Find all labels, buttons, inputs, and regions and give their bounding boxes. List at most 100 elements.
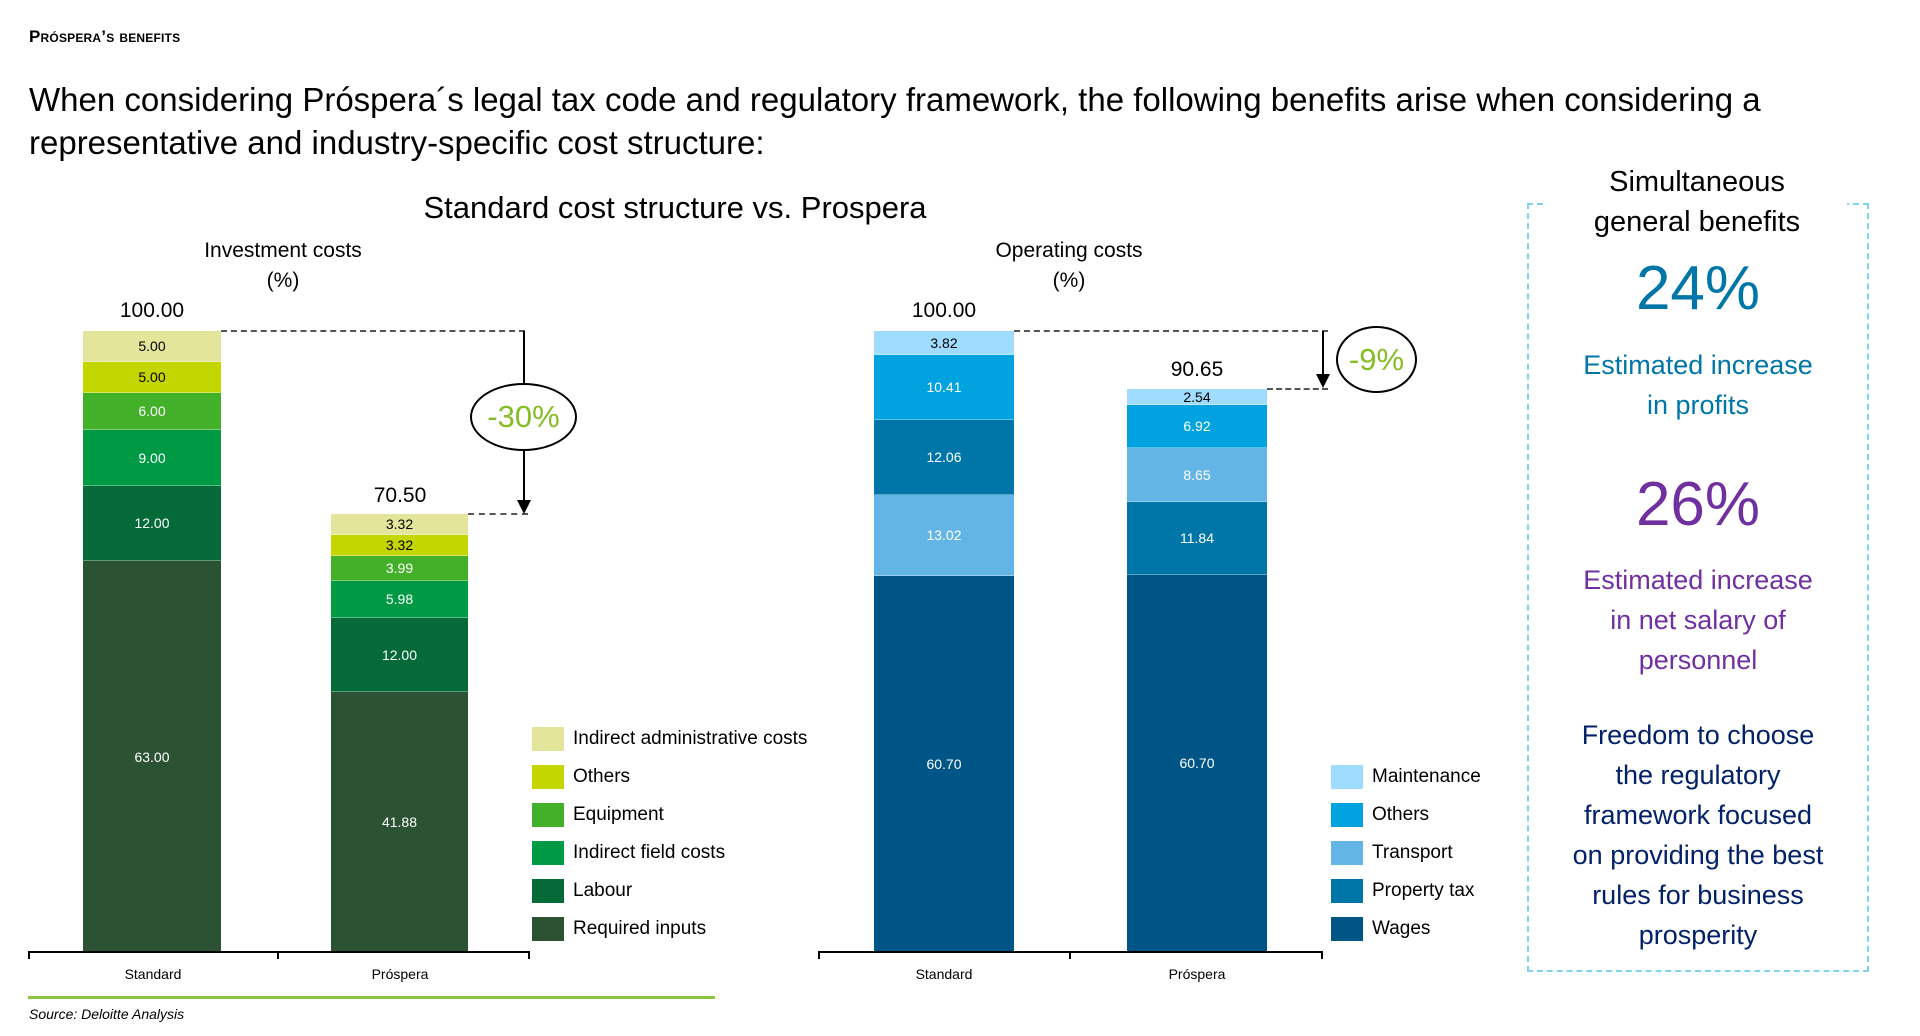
investment-unit-text: (%) [266,269,300,292]
legend-swatch [532,803,564,827]
legend-label: Maintenance [1372,766,1481,787]
legend-swatch [1331,917,1363,941]
source-note: Source: Deloitte Analysis [29,1006,185,1022]
desc-line: rules for business [1592,880,1804,910]
bar-segment: 12.00 [83,486,221,561]
desc-line: in profits [1646,390,1750,420]
legend-label: Others [573,766,631,787]
axis-tick [818,951,820,959]
legend-swatch [1331,765,1363,789]
bar-segment: 60.70 [1127,575,1267,951]
x-label-standard: Standard [124,966,182,982]
bar-segment: 13.02 [874,495,1014,576]
chart-title: Standard cost structure vs. Prospera [423,190,927,225]
legend-label: Property tax [1372,880,1475,901]
section-kicker: Próspera’s benefits [29,27,181,46]
axis-tick [1069,951,1071,959]
bar-segment: 63.00 [83,561,221,952]
investment-total-standard: 100.00 [119,299,185,322]
source-divider [28,996,715,999]
bar-segment: 6.92 [1127,405,1267,448]
bar-segment: 41.88 [331,692,468,952]
salary-increase-label: Estimated increase in net salary of pers… [1527,560,1869,680]
legend-item: Transport [1331,834,1481,872]
legend-swatch [532,917,564,941]
operating-total-standard: 100.00 [911,299,977,322]
axis-tick [528,951,530,959]
bar-segment: 11.84 [1127,502,1267,575]
bar-segment: 5.98 [331,581,468,618]
legend-item: Wages [1331,910,1481,948]
bar-segment: 12.06 [874,420,1014,495]
bar-segment: 10.41 [874,355,1014,420]
investment-total-prospera: 70.50 [373,484,427,507]
legend-item: Indirect field costs [532,834,807,872]
legend-label: Indirect field costs [573,842,726,863]
legend-item: Others [532,758,807,796]
legend-item: Indirect administrative costs [532,720,807,758]
x-label-prospera: Próspera [371,966,429,982]
legend-item: Property tax [1331,872,1481,910]
desc-line: Estimated increase [1583,565,1813,595]
investment-x-axis [28,951,530,953]
arrow-down-icon [517,500,531,514]
bar-segment: 3.32 [331,535,468,556]
profit-increase-value: 24% [1635,254,1761,323]
axis-tick [1321,951,1323,959]
bar-segment: 8.65 [1127,448,1267,502]
operating-chart-title: Operating costs (%) [969,236,1169,296]
investment-bar-prospera: 3.32 3.32 3.99 5.98 12.00 41.88 [331,514,468,952]
legend-swatch [532,727,564,751]
connector-dashed-line [468,513,528,515]
legend-item: Maintenance [1331,758,1481,796]
connector-dashed-line [221,330,525,332]
legend-item: Equipment [532,796,807,834]
desc-line: personnel [1638,645,1758,675]
legend-label: Indirect administrative costs [573,728,808,749]
legend-label: Equipment [573,804,664,825]
operating-change-badge: -9% [1336,326,1417,393]
intro-paragraph: When considering Próspera´s legal tax co… [29,81,1761,161]
bar-segment: 5.00 [83,362,221,393]
desc-line: on providing the best [1572,840,1824,870]
freedom-statement: Freedom to choose the regulatory framewo… [1527,715,1869,955]
benefits-title-line: Simultaneous [1609,166,1785,198]
profit-increase-label: Estimated increase in profits [1527,345,1869,425]
legend-swatch [1331,879,1363,903]
operating-total-prospera: 90.65 [1170,358,1224,381]
desc-line: the regulatory [1615,760,1781,790]
arrow-shaft [1322,331,1324,376]
bar-segment: 60.70 [874,576,1014,952]
legend-label: Others [1372,804,1430,825]
bar-segment: 3.82 [874,331,1014,355]
investment-title-text: Investment costs [204,239,362,262]
legend-label: Required inputs [573,918,707,939]
connector-dashed-line [1267,388,1328,390]
legend-swatch [532,841,564,865]
bar-segment: 5.00 [83,331,221,362]
axis-tick [277,951,279,959]
legend-swatch [1331,841,1363,865]
operating-bar-standard: 3.82 10.41 12.06 13.02 60.70 [874,331,1014,952]
legend-swatch [1331,803,1363,827]
operating-bar-prospera: 2.54 6.92 8.65 11.84 60.70 [1127,389,1267,951]
investment-bar-standard: 5.00 5.00 6.00 9.00 12.00 63.00 [83,331,221,952]
operating-unit-text: (%) [1052,269,1086,292]
legend-swatch [532,879,564,903]
legend-label: Wages [1372,918,1431,939]
investment-legend: Indirect administrative costs Others Equ… [532,720,807,948]
desc-line: in net salary of [1610,605,1786,635]
investment-chart-title: Investment costs (%) [183,236,383,296]
desc-line: Freedom to choose [1581,720,1815,750]
salary-increase-value: 26% [1635,470,1761,539]
desc-line: prosperity [1638,920,1758,950]
bar-segment: 6.00 [83,393,221,430]
legend-swatch [532,765,564,789]
x-label-prospera: Próspera [1168,966,1226,982]
arrow-down-icon [1316,374,1330,388]
axis-tick [28,951,30,959]
desc-line: Estimated increase [1583,350,1813,380]
desc-line: framework focused [1583,800,1813,830]
operating-legend: Maintenance Others Transport Property ta… [1331,758,1481,948]
legend-item: Labour [532,872,807,910]
